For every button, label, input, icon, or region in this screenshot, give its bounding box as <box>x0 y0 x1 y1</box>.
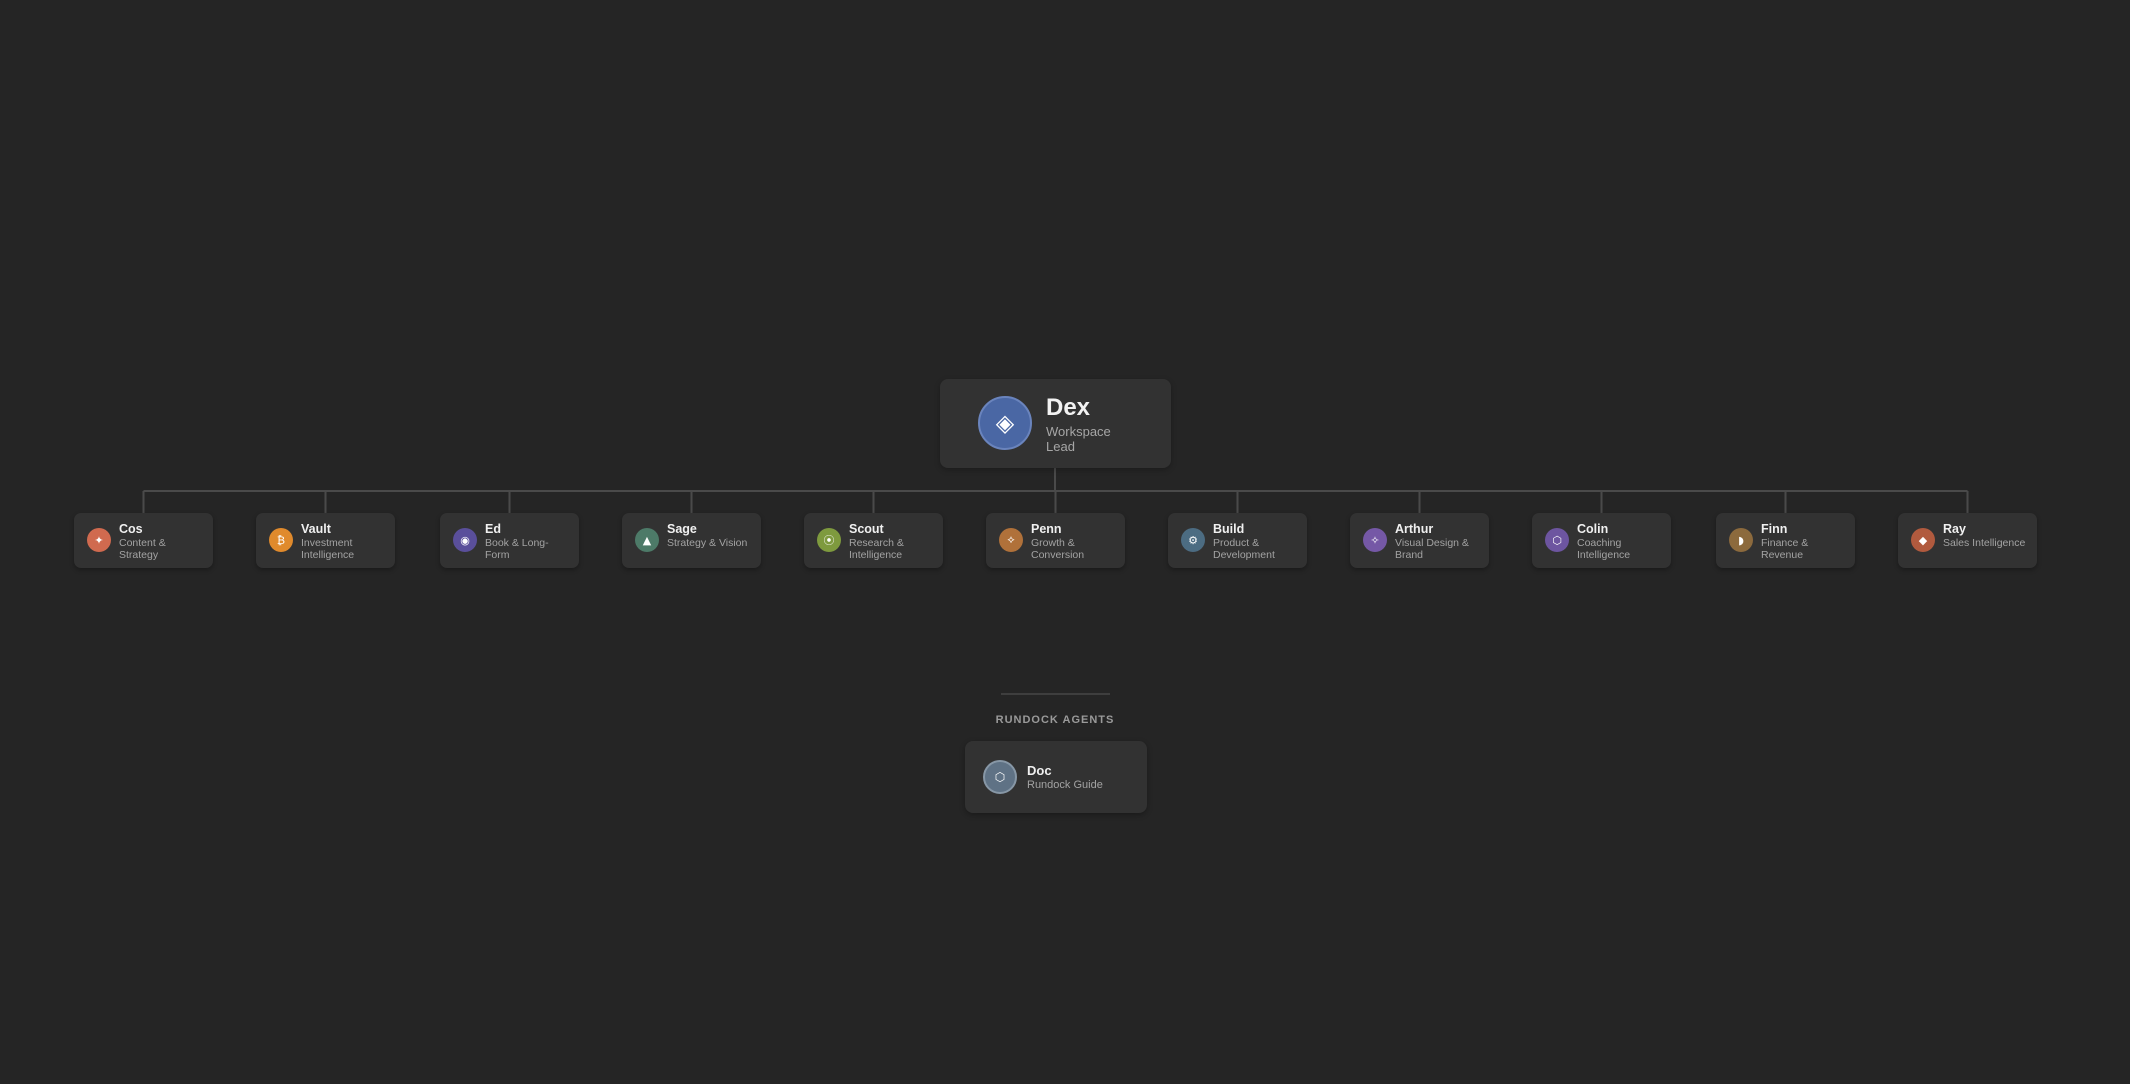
agent-role: Product & Development <box>1213 537 1275 561</box>
agent-role: Finance & Revenue <box>1761 537 1809 561</box>
agent-role: Coaching Intelligence <box>1577 537 1631 561</box>
agent-name: Ed <box>485 522 501 536</box>
section-divider <box>1001 693 1110 695</box>
agent-name: Ray <box>1943 522 1966 536</box>
agent-role: Growth & Conversion <box>1031 537 1085 561</box>
lead-agent-role: Workspace Lead <box>1046 424 1111 454</box>
agent-role: Sales Intelligence <box>1943 537 2026 549</box>
rundock-agents-label: RUNDOCK AGENTS <box>995 714 1115 726</box>
half-circle-icon: ◗ <box>1729 528 1753 552</box>
agent-name: Penn <box>1031 522 1062 536</box>
agent-role: Book & Long-Form <box>485 537 549 561</box>
agent-name: Scout <box>849 522 884 536</box>
triangle-icon: ▲ <box>635 528 659 552</box>
sparkle-icon: ✦ <box>87 528 111 552</box>
lead-agent-card[interactable]: ◈ Dex Workspace Lead <box>940 379 1171 468</box>
doc-agent-card[interactable]: ⬡ Doc Rundock Guide <box>965 741 1147 813</box>
agent-role: Investment Intelligence <box>301 537 355 561</box>
agent-name: Vault <box>301 522 331 536</box>
agent-name: Cos <box>119 522 143 536</box>
lead-agent-name: Dex <box>1046 394 1091 421</box>
gear-icon: ⚙ <box>1181 528 1205 552</box>
agent-role: Strategy & Vision <box>667 537 748 549</box>
diamond-icon: ◈ <box>978 396 1032 450</box>
bitcoin-icon: ₿ <box>269 528 293 552</box>
doc-agent-role: Rundock Guide <box>1027 779 1103 791</box>
hexagon-icon: ⬡ <box>1545 528 1569 552</box>
doc-agent-name: Doc <box>1027 763 1052 778</box>
agent-role: Content & Strategy <box>119 537 166 561</box>
star-icon: ✧ <box>1363 528 1387 552</box>
agent-role: Research & Intelligence <box>849 537 904 561</box>
agent-name: Arthur <box>1395 522 1434 536</box>
agent-role: Visual Design & Brand <box>1395 537 1469 561</box>
agent-name: Finn <box>1761 522 1788 536</box>
diamond-small-icon: ◆ <box>1911 528 1935 552</box>
dot-circle-icon: ◉ <box>453 528 477 552</box>
target-icon: ⦿ <box>817 528 841 552</box>
agent-name: Colin <box>1577 522 1609 536</box>
hexagon-icon: ⬡ <box>983 760 1017 794</box>
agent-name: Sage <box>667 522 697 536</box>
diamond-outline-icon: ⟡ <box>999 528 1023 552</box>
agent-name: Build <box>1213 522 1245 536</box>
